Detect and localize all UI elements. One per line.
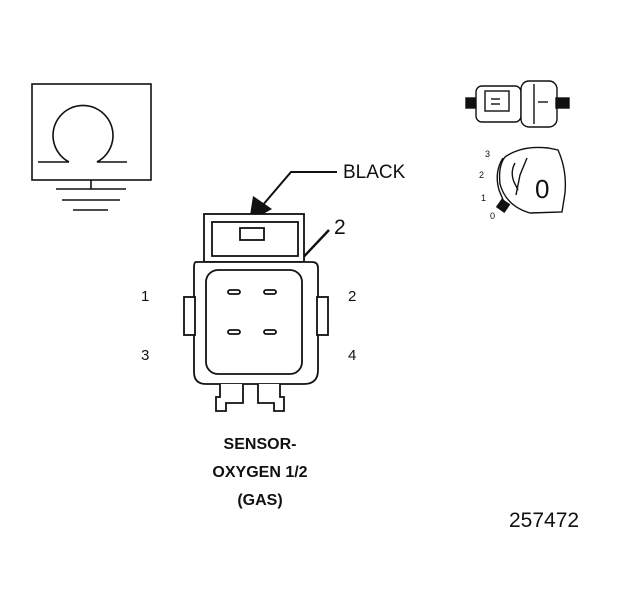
oxygen-sensor-connector (183, 213, 329, 412)
figure-number: 257472 (509, 509, 580, 532)
connector-pair-icon (465, 80, 570, 128)
key-position-0: 0 (490, 211, 496, 221)
connector-face (205, 269, 303, 375)
key-position-2: 2 (479, 170, 485, 180)
connector-title-line2: OXYGEN 1/2 (212, 464, 308, 481)
pin-label-2: 2 (348, 288, 357, 305)
key-position-1: 1 (481, 193, 487, 203)
wire-color-label: BLACK (343, 162, 406, 183)
pin-cavity-2 (263, 289, 277, 295)
pin-cavity-1 (227, 289, 241, 295)
pin-label-1: 1 (141, 288, 150, 305)
connector-title-line3: (GAS) (237, 492, 283, 509)
ignition-key-icon (495, 146, 567, 214)
pin-cavity-4 (263, 329, 277, 335)
pin-cavity-3 (227, 329, 241, 335)
connector-title-line1: SENSOR- (223, 436, 297, 453)
pin-label-4: 4 (348, 347, 357, 364)
ohmmeter-icon (31, 83, 152, 211)
key-label: 0 (535, 174, 550, 204)
callout-pin-number: 2 (334, 216, 346, 239)
key-position-3: 3 (485, 149, 491, 159)
pin-label-3: 3 (141, 347, 150, 364)
